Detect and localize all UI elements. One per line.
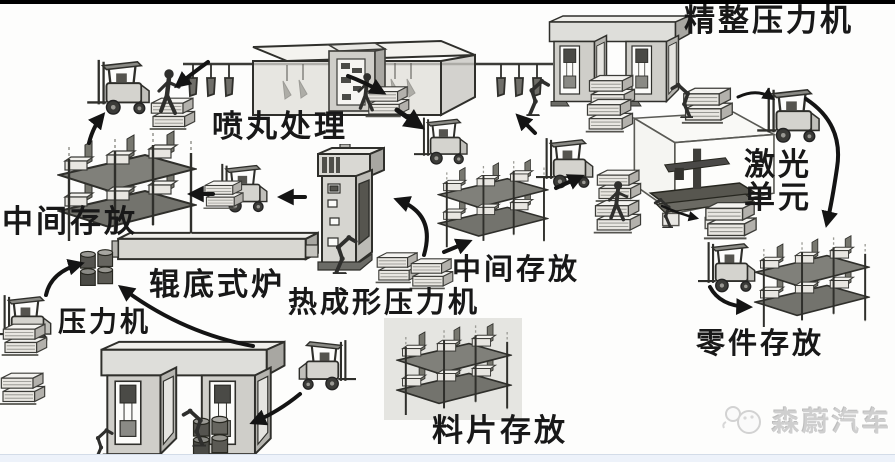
forklift-icon (294, 336, 356, 392)
pallet-stack (202, 176, 246, 214)
worker-figure (356, 72, 380, 114)
parts-storage-rack (738, 234, 886, 332)
forklift-icon (756, 84, 826, 144)
robot-arm-icon (526, 74, 554, 116)
pallet-stack (0, 318, 50, 362)
pallet-stack (0, 366, 48, 412)
label-parts-storage: 零件存放 (696, 326, 825, 360)
top-border-bar (0, 0, 895, 4)
label-laser-unit: 激光单元 (744, 147, 812, 216)
bottom-border-strip (0, 454, 895, 462)
forklift-icon (536, 134, 598, 190)
worker-figure (156, 68, 184, 118)
label-intermediate-storage-mid: 中间存放 (452, 252, 581, 286)
pallet-stack (584, 96, 636, 136)
worker-figure (604, 180, 634, 224)
robot-arm-icon (666, 78, 694, 118)
watermark: 森蔚汽车 (722, 400, 892, 439)
label-finishing-press: 精整压力机 (684, 3, 854, 39)
watermark-text: 森蔚汽车 (772, 407, 892, 438)
robot-arm-icon (178, 402, 206, 448)
label-press: 压力机 (58, 305, 152, 338)
robot-arm-icon (332, 230, 362, 274)
label-roller-hearth-furnace: 辊底式炉 (149, 267, 285, 303)
label-shot-blasting: 喷丸处理 (212, 109, 348, 145)
label-hot-forming-press: 热成形压力机 (288, 285, 481, 319)
watermark-logo-icon (722, 405, 761, 434)
forklift-icon (86, 56, 156, 116)
blank-storage-rack (388, 322, 520, 420)
robot-arm-icon (650, 194, 674, 228)
forklift-icon (414, 114, 472, 166)
canister-stack (78, 244, 116, 294)
label-intermediate-storage-left: 中间存放 (2, 204, 138, 240)
forklift-icon (698, 238, 760, 294)
label-blank-storage: 料片存放 (432, 413, 568, 449)
